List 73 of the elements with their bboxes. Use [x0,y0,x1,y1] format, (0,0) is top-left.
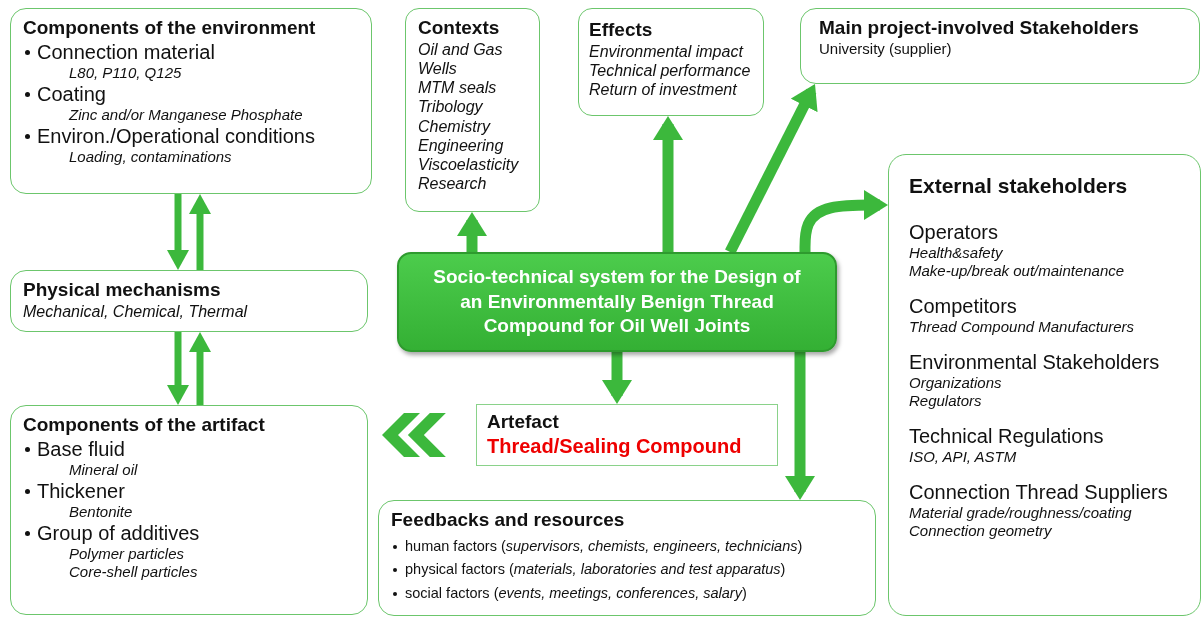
item-text: Coating [37,82,106,105]
heading: Effects [589,19,654,42]
arrow [653,116,683,252]
artefact-box [476,404,778,466]
category-box [405,8,540,212]
item-text: social factors (events, meetings, conferences, salary) [405,584,747,601]
detail-text: Health&safety [909,244,1004,263]
arrow [167,194,189,270]
group-heading: Technical Regulations [909,424,1105,449]
heading: Physical mechanisms [23,279,222,302]
arrow [189,332,211,405]
detail-text: Mineral oil [68,460,139,479]
arrow [602,352,632,404]
item-text: Technical performance [589,61,752,81]
item-text: Oil and Gas [418,39,504,59]
central-box [397,252,837,352]
item-text: physical factors (materials, laboratories and test apparatus) [405,561,786,578]
arrow [785,352,815,500]
detail-text: ISO, API, ASTM [909,448,1018,467]
detail-text: Core-shell particles [68,562,199,581]
heading: Components of the artifact [23,414,266,437]
category-box [378,500,876,616]
category-box [10,405,368,615]
category-box [10,8,372,194]
detail-text: Organizations [909,374,1003,393]
detail-text: Connection geometry [909,522,1053,541]
detail-text: Material grade/roughness/coating [909,504,1133,523]
item-text: Environ./Operational conditions [37,124,315,147]
item-text: MTM seals [418,78,498,98]
artefact-name: Thread/Sealing Compound [487,433,743,458]
category-box [578,8,764,116]
detail-text: L80, P110, Q125 [68,63,183,82]
item-text: Chemistry [418,116,492,136]
group-heading: Operators [909,220,999,245]
arrow [167,332,189,405]
item-text: Viscoelasticity [418,154,520,175]
heading: Components of the environment [23,17,317,40]
group-heading: Connection Thread Suppliers [909,480,1169,505]
detail-text: Polymer particles [68,544,186,563]
item-text: Wells [418,59,458,79]
heading: Main project-involved Stakeholders [819,17,1140,40]
item-text: Research [418,174,488,194]
item-text: Engineering [418,135,505,155]
heading: External stakeholders [909,173,1129,199]
item-text: Tribology [418,97,484,117]
arrow [725,84,818,255]
item-text: Environmental impact [589,41,745,61]
group-heading: Competitors [909,294,1018,319]
title-text: Socio-technical system for the Design of an Environmentally Benign Thread Compound for Oil Well Joints [432,264,802,339]
item-text: Return of investment [589,80,738,100]
chevron-arrow [382,413,446,457]
detail-text: Regulators [909,392,983,411]
group-heading: Environmental Stakeholders [909,350,1161,375]
item-text: Thickener [37,479,125,502]
detail-text: Loading, contaminations [68,147,233,166]
category-box [800,8,1200,84]
item-text: Group of additives [37,521,200,544]
item-text: University (supplier) [819,39,953,58]
item-text: human factors (supervisors, chemists, engineers, technicians) [405,537,803,554]
category-box [10,270,368,332]
category-box [888,154,1201,616]
item-text: Mechanical, Chemical, Thermal [23,301,249,321]
detail-text: Thread Compound Manufacturers [909,318,1136,337]
detail-text: Make-up/break out/maintenance [909,262,1126,281]
detail-text: Zinc and/or Manganese Phosphate [67,105,304,124]
heading: Artefact [487,411,560,434]
heading: Contexts [418,17,501,40]
heading: Feedbacks and resources [391,509,626,532]
item-text: Connection material [37,40,215,63]
arrow [189,194,211,270]
item-text: Base fluid [37,437,125,460]
arrow [457,212,487,252]
detail-text: Bentonite [68,502,134,521]
